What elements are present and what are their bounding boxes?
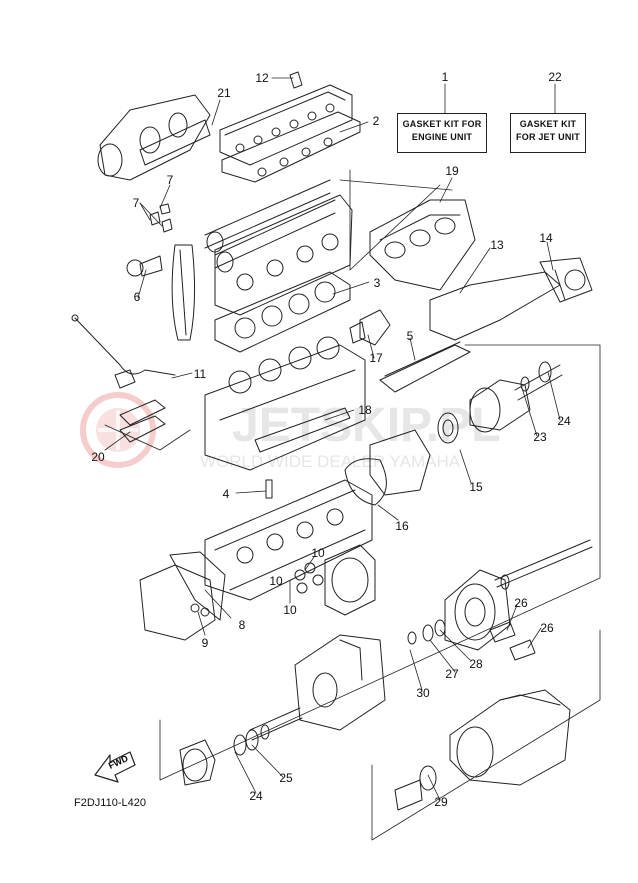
callout-7b: 7 — [132, 196, 140, 210]
callout-3: 3 — [373, 276, 381, 290]
side-gasket-18 — [254, 407, 351, 453]
callout-24b: 24 — [249, 789, 263, 803]
timing-chain — [171, 244, 196, 341]
cam-sensor-6 — [126, 255, 163, 277]
drive-coupling — [469, 361, 563, 433]
washers-10 — [294, 562, 324, 594]
gasket-kit-jet-label: GASKET KIT FOR JET UNIT — [510, 113, 586, 153]
callout-12: 12 — [255, 71, 269, 85]
seal-29 — [394, 765, 437, 811]
callout-2: 2 — [372, 114, 380, 128]
gasket-kit-engine-label: GASKET KIT FOR ENGINE UNIT — [397, 113, 487, 153]
cover-plates-20 — [119, 399, 166, 443]
callout-7a: 7 — [166, 173, 174, 187]
callout-10b: 10 — [283, 603, 297, 617]
leader-lines — [104, 77, 561, 801]
lower-shaft — [249, 707, 303, 741]
bolts-7 — [149, 203, 173, 233]
callout-1: 1 — [441, 70, 449, 84]
callout-25: 25 — [279, 771, 293, 785]
left-cover — [139, 551, 226, 641]
callout-26b: 26 — [540, 621, 554, 635]
intake-duct — [429, 257, 593, 341]
callout-8: 8 — [238, 618, 246, 632]
cylinder-head — [214, 194, 353, 316]
oil-cooler-5 — [379, 341, 471, 393]
camshafts — [204, 179, 336, 273]
gasket-kit-jet-line2: FOR JET UNIT — [516, 132, 580, 142]
callout-15: 15 — [469, 480, 483, 494]
callout-20: 20 — [91, 450, 105, 464]
diagram-code: F2DJ110-L420 — [74, 797, 146, 809]
watermark-tagline: WORLD WIDE DEALER YAMAHA — [200, 452, 461, 471]
callout-30: 30 — [416, 686, 430, 700]
callout-10a: 10 — [311, 546, 325, 560]
callout-17: 17 — [369, 351, 383, 365]
oil-dipstick — [71, 314, 176, 389]
head-gasket — [214, 271, 351, 353]
gasket-kit-engine-line2: ENGINE UNIT — [411, 132, 473, 142]
head-cover-gasket — [221, 111, 361, 183]
callout-19: 19 — [445, 164, 459, 178]
cylinder-head-cover — [219, 71, 353, 166]
callout-22: 22 — [548, 70, 562, 84]
gasket-kit-engine-line1: GASKET KIT FOR — [402, 119, 482, 129]
watermark-brand: JETSKIP.PL — [232, 399, 501, 452]
jet-pump-housing — [449, 689, 571, 786]
callout-5: 5 — [406, 329, 414, 343]
callout-27: 27 — [445, 667, 459, 681]
crankcase — [204, 479, 373, 601]
callout-14: 14 — [539, 231, 553, 245]
exhaust-manifold — [97, 94, 211, 181]
callout-28: 28 — [469, 657, 483, 671]
seals-24-25 — [233, 724, 270, 756]
callout-21: 21 — [217, 86, 231, 100]
lower-coupling — [179, 739, 216, 786]
magneto-cover — [324, 544, 376, 616]
callout-23: 23 — [533, 430, 547, 444]
jet-shaft — [494, 539, 593, 590]
callout-6: 6 — [133, 290, 141, 304]
seals-27-28-30 — [407, 619, 446, 645]
bracket-17 — [349, 309, 391, 346]
callout-11: 11 — [193, 367, 207, 381]
intermediate-housing — [444, 569, 511, 651]
bearing-housing — [294, 634, 386, 731]
callout-4: 4 — [222, 487, 230, 501]
callout-13: 13 — [490, 238, 504, 252]
gaskets-26 — [489, 621, 536, 661]
gasket-kit-jet-line1: GASKET KIT — [519, 119, 577, 129]
callout-24a: 24 — [557, 414, 571, 428]
stud-4 — [265, 479, 273, 499]
callout-9: 9 — [201, 636, 209, 650]
cylinder-block — [204, 336, 366, 471]
seal-15 — [437, 412, 459, 444]
assembly-frames — [104, 169, 601, 841]
intake-manifold — [369, 199, 476, 291]
callout-10c: 10 — [269, 574, 283, 588]
callout-26a: 26 — [514, 596, 528, 610]
callout-16: 16 — [395, 519, 409, 533]
callout-29: 29 — [434, 795, 448, 809]
water-pump-16 — [344, 429, 431, 506]
callout-18: 18 — [358, 403, 372, 417]
fwd-arrow-icon — [94, 751, 136, 783]
